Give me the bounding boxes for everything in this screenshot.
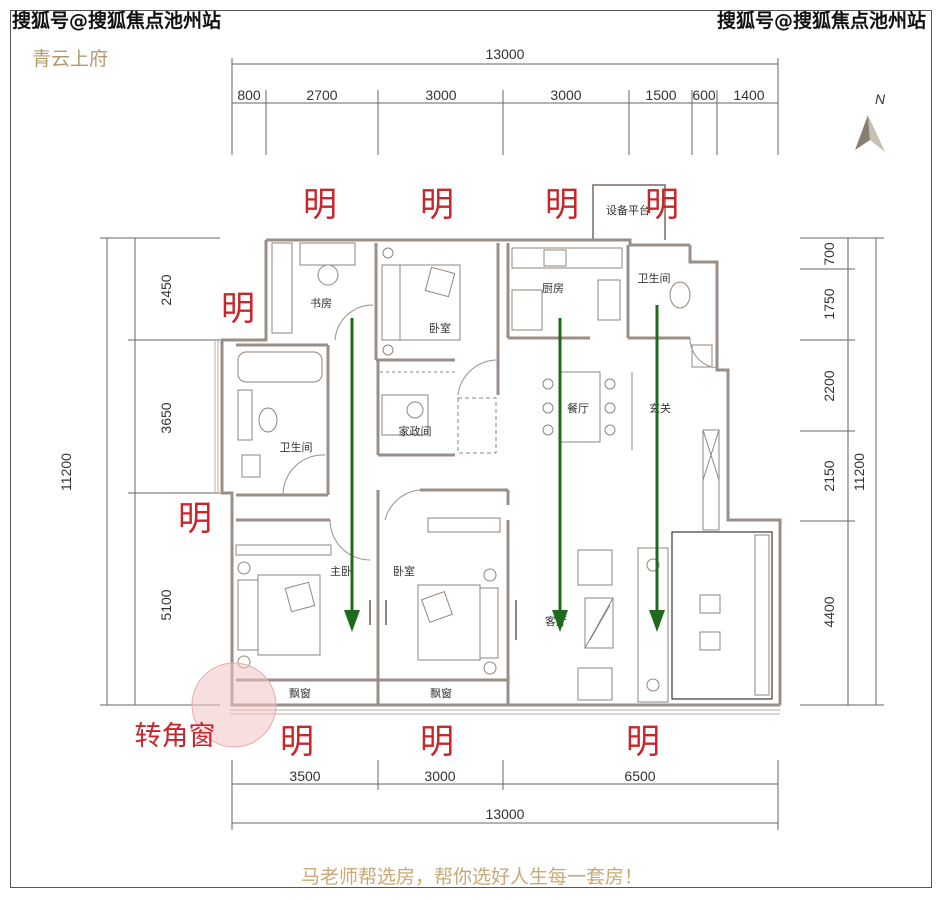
project-name: 青云上府 (32, 48, 109, 70)
bright-label: 明 (420, 185, 454, 225)
svg-text:N: N (875, 91, 886, 107)
room-label-study: 书房 (310, 297, 332, 310)
top-dimensions (231, 58, 779, 155)
dim-left-total: 11200 (58, 453, 74, 491)
room-label-bedroom-south: 卧室 (393, 564, 415, 578)
footer-slogan: 马老师帮选房，帮你选好人生每一套房！ (300, 866, 643, 888)
bright-label: 明 (420, 722, 454, 762)
lighting-arrows (344, 305, 665, 632)
walls (220, 184, 782, 707)
room-label-bay-window: 飘窗 (289, 686, 311, 700)
room-label-entrance: 玄关 (649, 401, 671, 415)
dim-left-seg: 3650 (158, 402, 174, 433)
dim-top-seg: 2700 (306, 87, 337, 103)
room-label-housekeeping: 家政间 (399, 424, 432, 438)
watermark-left: 搜狐号@搜狐焦点池州站 (12, 10, 222, 32)
dim-top-total: 13000 (486, 46, 525, 62)
dim-right-seg: 2200 (821, 370, 837, 401)
dim-top-seg: 3000 (425, 87, 456, 103)
room-label-bay-window: 飘窗 (430, 686, 452, 700)
room-label-master-bedroom: 主卧 (330, 565, 352, 578)
dim-right-seg: 2150 (821, 460, 837, 491)
dim-right-seg: 1750 (821, 288, 837, 319)
left-dimensions (100, 237, 220, 706)
bright-label: 明 (303, 185, 337, 225)
bright-label: 明 (545, 185, 579, 225)
tv-cabinet (671, 531, 773, 700)
bottom-dimensions (231, 760, 779, 830)
door-swings (282, 304, 718, 561)
room-label-bathroom-west: 卫生间 (280, 440, 313, 454)
bright-label: 明 (645, 185, 679, 225)
bright-label: 明 (626, 722, 660, 762)
dim-top-seg: 800 (237, 87, 261, 103)
dim-bottom-total: 13000 (486, 806, 525, 822)
furniture (235, 242, 720, 703)
dim-top-seg: 1500 (645, 87, 676, 103)
dim-top-seg: 600 (692, 87, 716, 103)
room-label-bathroom-east: 卫生间 (638, 271, 671, 285)
corner-window-label: 转角窗 (135, 721, 216, 752)
room-label-kitchen: 厨房 (542, 282, 564, 295)
right-dimensions (800, 237, 884, 706)
dim-right-seg: 700 (821, 242, 837, 266)
dim-top-seg: 1400 (733, 87, 764, 103)
dim-left-seg: 2450 (158, 274, 174, 305)
dim-left-seg: 5100 (158, 589, 174, 620)
watermark-right: 搜狐号@搜狐焦点池州站 (716, 10, 926, 32)
bright-label: 明 (280, 722, 314, 762)
dim-right-seg: 4400 (821, 596, 837, 627)
dim-bottom-seg: 6500 (624, 768, 655, 784)
corner-window-highlight (191, 662, 277, 748)
room-label-bedroom-north: 卧室 (429, 321, 451, 335)
bright-label: 明 (178, 499, 212, 539)
north-compass-icon: N (855, 91, 886, 152)
room-label-equipment: 设备平台 (606, 203, 650, 217)
dim-top-seg: 3000 (550, 87, 581, 103)
room-label-dining: 餐厅 (567, 401, 589, 415)
dim-right-total: 11200 (851, 453, 867, 491)
dim-bottom-seg: 3500 (289, 768, 320, 784)
image-frame (10, 10, 932, 888)
windows (214, 340, 780, 715)
dim-bottom-seg: 3000 (424, 768, 455, 784)
bright-label: 明 (221, 289, 255, 329)
